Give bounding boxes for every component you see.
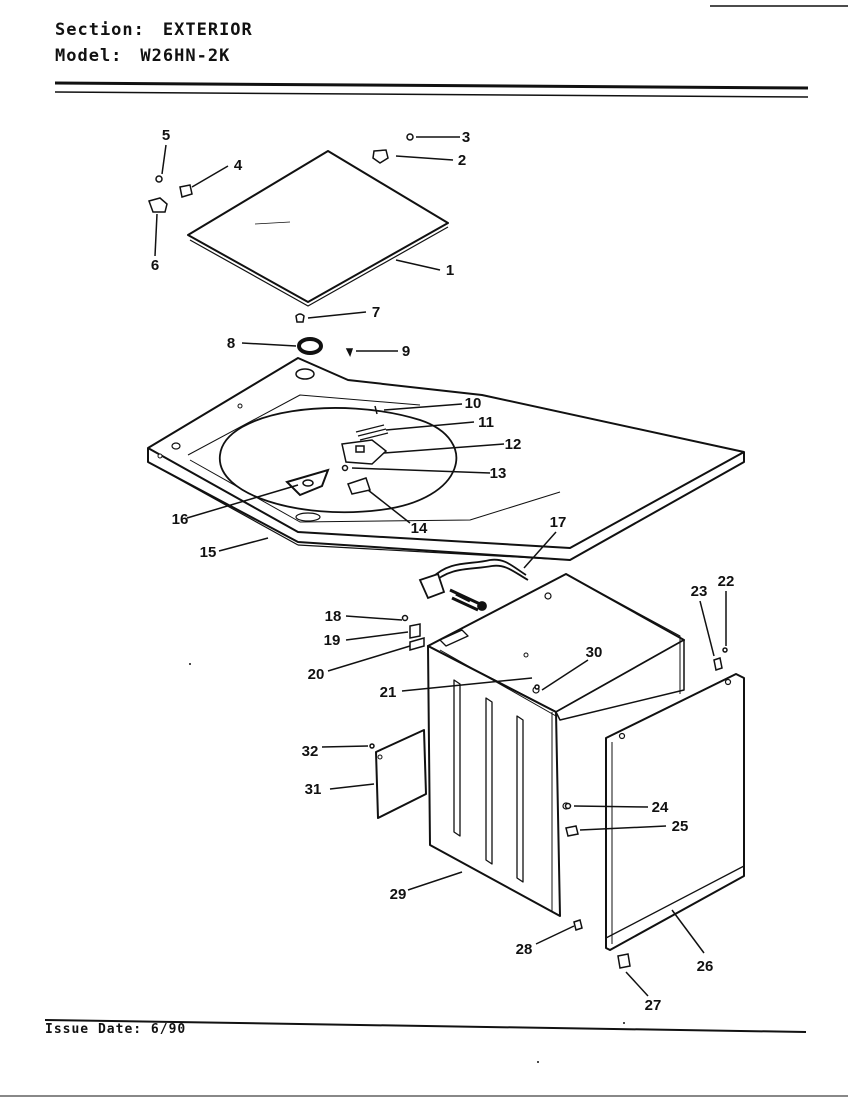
callout-28: 28 (516, 941, 533, 958)
top-cover-part (147, 357, 745, 561)
scan-specks (189, 663, 625, 1063)
callout-16: 16 (172, 511, 189, 528)
callout-22: 22 (718, 573, 735, 590)
cabinet-part (427, 573, 685, 917)
header-rules (54, 5, 848, 98)
top-lid-part (187, 150, 449, 307)
section-heading: Section: EXTERIOR (55, 20, 253, 40)
top-cover-hardware (285, 405, 389, 497)
wiring-harness-part (418, 558, 529, 612)
callout-30: 30 (586, 644, 603, 661)
callout-20: 20 (308, 666, 325, 683)
model-heading: Model: W26HN-2K (55, 46, 230, 66)
callout-8: 8 (227, 335, 235, 352)
callout-labels: 1 2 3 4 5 6 7 8 9 10 11 12 13 14 15 16 1… (151, 127, 735, 1014)
callout-4: 4 (234, 157, 243, 174)
callout-26: 26 (697, 958, 714, 975)
callout-13: 13 (490, 465, 507, 482)
footer-rule (44, 1019, 807, 1033)
leader-lines (154, 136, 727, 997)
callout-31: 31 (305, 781, 322, 798)
callout-5: 5 (162, 127, 170, 144)
callout-9: 9 (402, 343, 410, 360)
callout-18: 18 (325, 608, 342, 625)
lid-hardware-parts (148, 133, 414, 357)
rear-panel-part (605, 673, 745, 951)
callout-29: 29 (390, 886, 407, 903)
issue-date: Issue Date: 6/90 (45, 1022, 186, 1037)
callout-12: 12 (505, 436, 522, 453)
cabinet-hardware (369, 614, 728, 969)
callout-19: 19 (324, 632, 341, 649)
callout-6: 6 (151, 257, 159, 274)
callout-17: 17 (550, 514, 567, 531)
callout-27: 27 (645, 997, 662, 1014)
callout-2: 2 (458, 152, 466, 169)
callout-32: 32 (302, 743, 319, 760)
callout-14: 14 (411, 520, 428, 537)
issue-date-value: 6/90 (150, 1022, 187, 1037)
callout-11: 11 (478, 414, 494, 431)
callout-7: 7 (372, 304, 380, 321)
issue-date-label: Issue Date: (45, 1022, 143, 1037)
side-access-panel-part (375, 729, 427, 819)
section-label: Section: (55, 20, 145, 40)
callout-1: 1 (446, 262, 454, 279)
model-value: W26HN-2K (140, 46, 231, 66)
callout-25: 25 (672, 818, 689, 835)
callout-3: 3 (462, 129, 470, 146)
model-label: Model: (55, 46, 123, 66)
callout-23: 23 (691, 583, 708, 600)
callout-15: 15 (200, 544, 217, 561)
section-value: EXTERIOR (162, 20, 253, 40)
callout-24: 24 (652, 799, 669, 816)
callout-10: 10 (465, 395, 482, 412)
callout-21: 21 (380, 684, 397, 701)
